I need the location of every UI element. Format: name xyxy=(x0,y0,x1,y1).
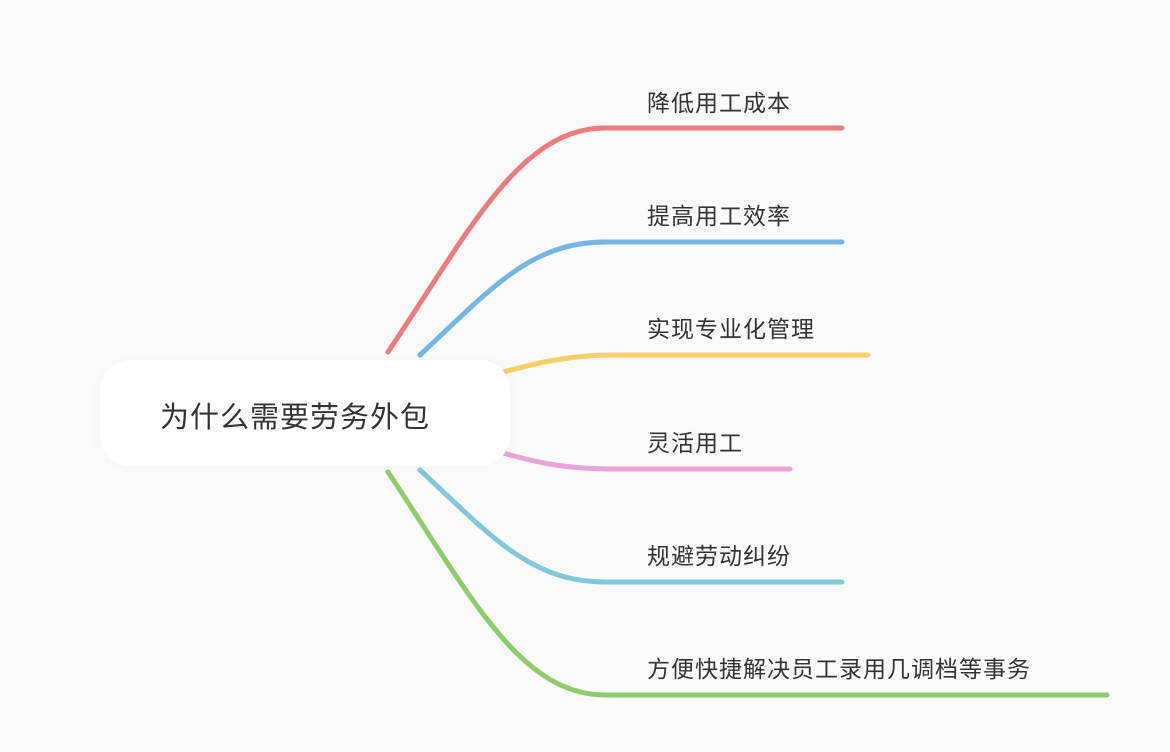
branch-edge-4 xyxy=(417,467,845,585)
branch-edge-1 xyxy=(417,239,845,358)
root-node[interactable]: 为什么需要劳务外包 xyxy=(100,360,510,466)
root-label: 为什么需要劳务外包 xyxy=(160,400,431,434)
branch-label-3[interactable]: 灵活用工 xyxy=(647,431,743,457)
branch-edge-0 xyxy=(385,125,845,355)
branch-label-2[interactable]: 实现专业化管理 xyxy=(647,317,815,343)
branch-edge-3 xyxy=(497,449,793,472)
branch-label-0[interactable]: 降低用工成本 xyxy=(647,91,791,117)
branch-edge-2 xyxy=(497,352,871,376)
branch-edge-5 xyxy=(385,469,1110,698)
branch-label-1[interactable]: 提高用工效率 xyxy=(647,204,791,230)
branch-label-4[interactable]: 规避劳动纠纷 xyxy=(647,544,791,570)
branch-label-5[interactable]: 方便快捷解决员工录用几调档等事务 xyxy=(647,657,1031,683)
